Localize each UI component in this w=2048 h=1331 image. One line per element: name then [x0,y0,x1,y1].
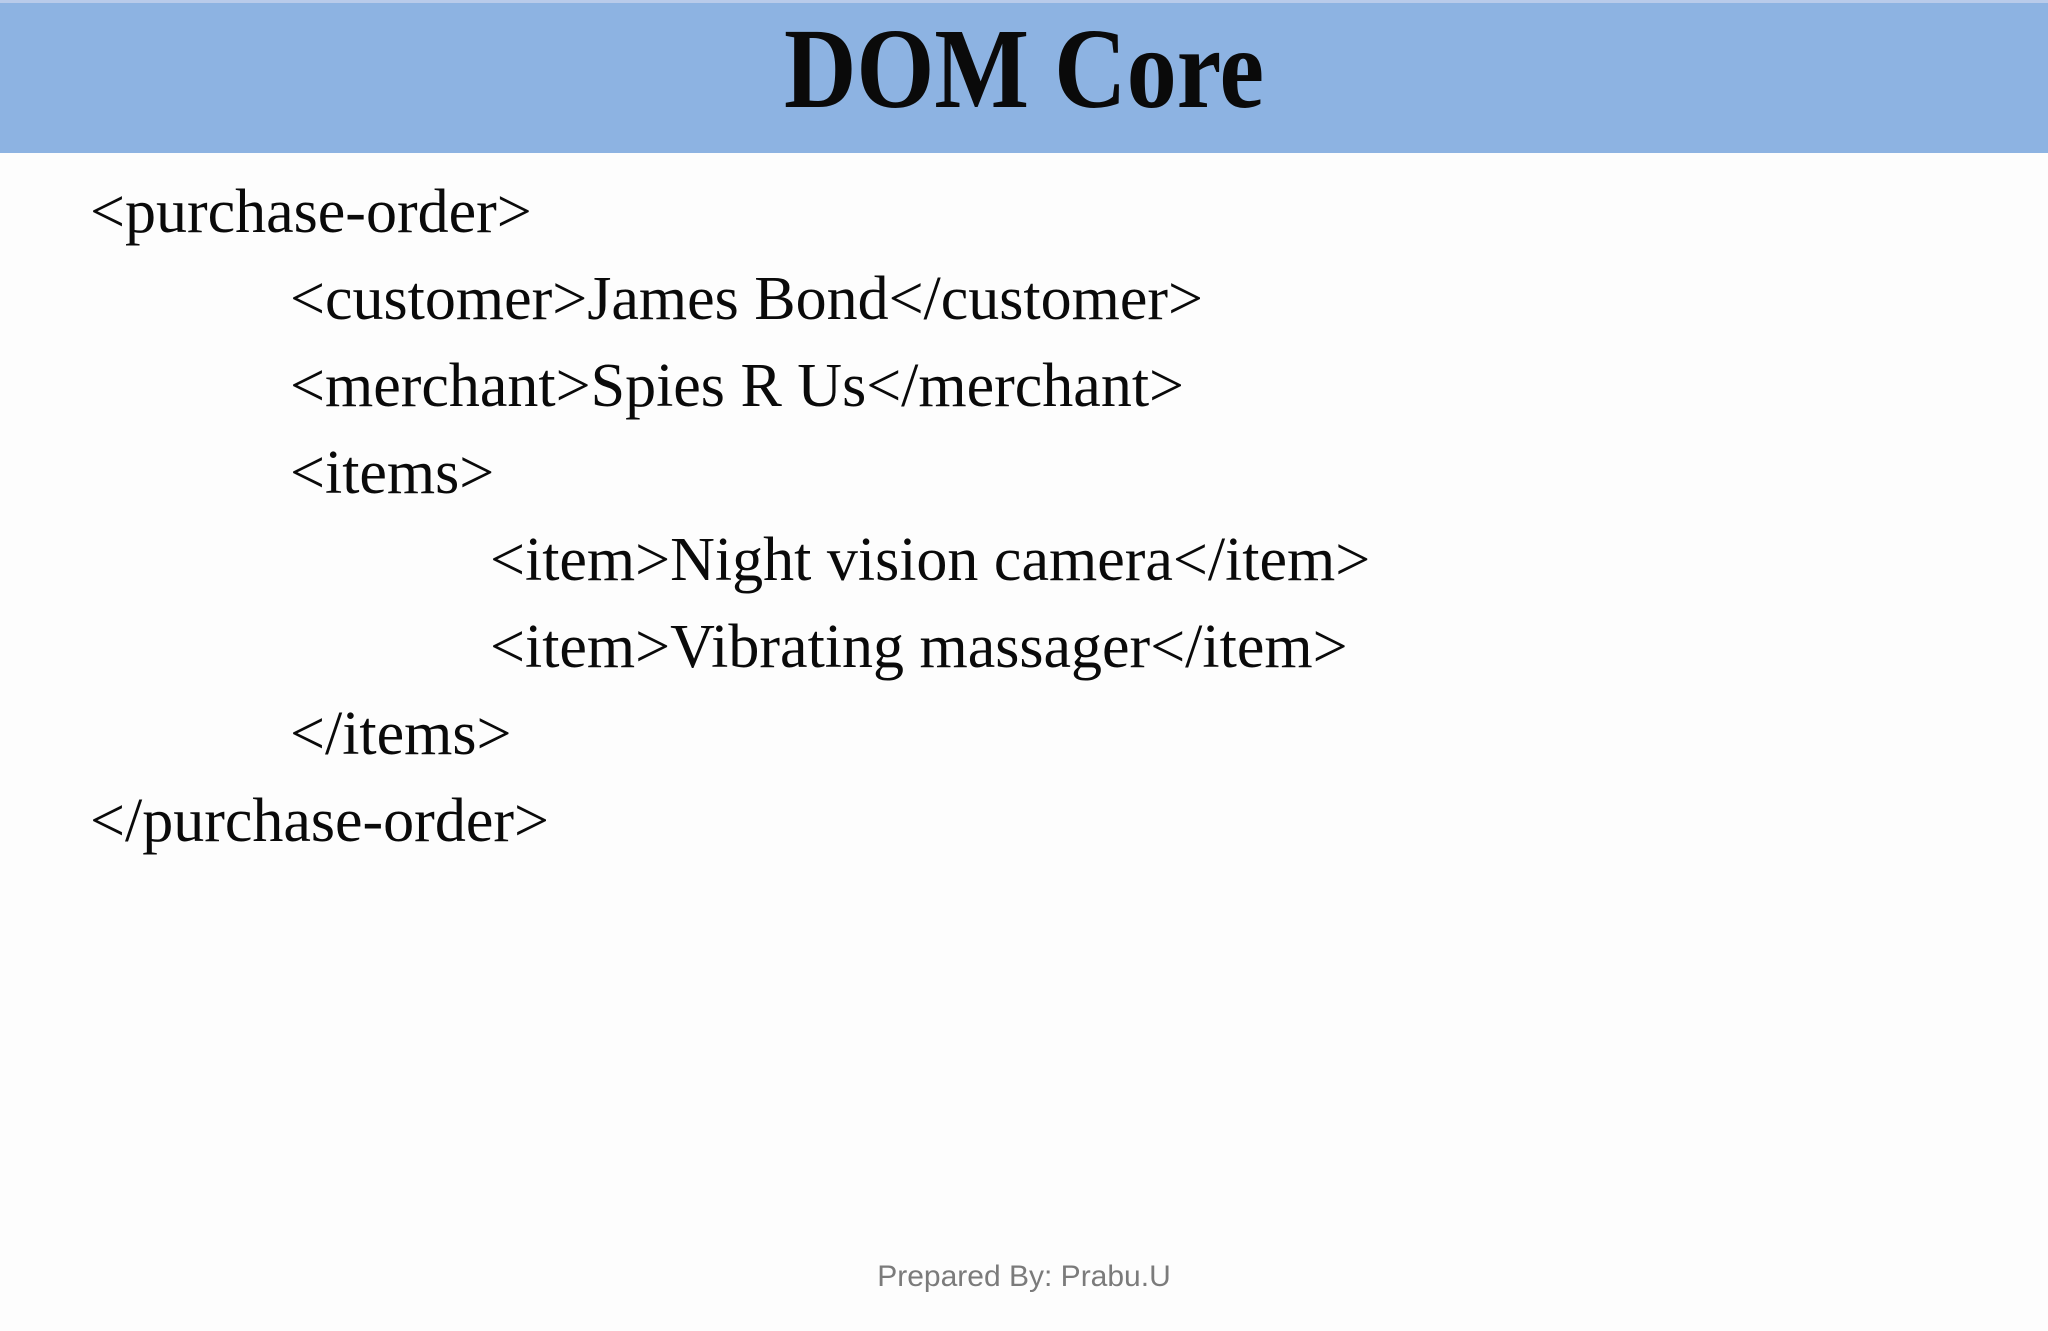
slide-footer: Prepared By: Prabu.U [0,1259,2048,1295]
code-line: </items> [290,700,512,768]
code-line: <purchase-order> [90,178,532,246]
code-line: <item>Vibrating massager</item> [490,613,1348,681]
code-line: <items> [290,439,495,507]
code-line: </purchase-order> [90,787,549,855]
slide-title: DOM Core [783,5,1265,132]
code-line: <item>Night vision camera</item> [490,526,1371,594]
title-bar: DOM Core [0,0,2048,153]
footer-text: Prepared By: Prabu.U [877,1260,1171,1293]
code-block: <purchase-order> <customer>James Bond</cu… [90,153,2028,865]
code-line: <merchant>Spies R Us</merchant> [290,352,1185,420]
code-line: <customer>James Bond</customer> [290,265,1203,333]
